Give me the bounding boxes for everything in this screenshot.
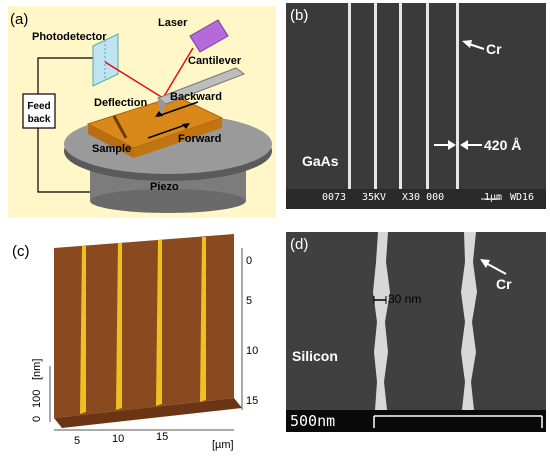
cr-line-d-2 (461, 232, 477, 410)
width-arrowhead-right (460, 140, 468, 150)
width-arrowhead-left (448, 140, 456, 150)
cr-label-d: Cr (496, 276, 512, 292)
panel-c-label: (c) (12, 243, 30, 260)
width-label-b: 420 Å (484, 137, 522, 153)
width-label-d: 30 nm (388, 292, 422, 306)
panel-d-label: (d) (290, 236, 309, 253)
afm-ridge-4 (200, 237, 206, 402)
sample-front (134, 118, 222, 158)
panel-a-label: (a) (10, 11, 28, 28)
silicon-label: Silicon (292, 348, 338, 364)
sem-image-gaas (286, 3, 546, 209)
cr-line-3 (399, 3, 402, 191)
afm-y-tick-15: 15 (246, 395, 258, 407)
afm-z-unit: [nm] (31, 359, 43, 380)
gaas-label: GaAs (302, 153, 339, 169)
afm-3d-image: 0 5 10 15 5 10 15 [µm] 0 100 [nm] (c) (6, 226, 278, 452)
panel-a: Feed back (a) Photodetector Laser Cantil… (8, 6, 276, 218)
afm-x-tick-15: 15 (156, 431, 168, 443)
backward-label: Backward (170, 91, 222, 103)
cr-line-1 (348, 3, 351, 191)
afm-z-tick-100: 100 (31, 390, 43, 408)
afm-ridge-2 (116, 243, 122, 410)
databar-wd: WD16 (510, 192, 535, 203)
backward-arrowhead (155, 111, 163, 117)
afm-z-tick-0: 0 (31, 416, 43, 422)
cr-line-5 (456, 3, 459, 191)
forward-arrowhead (182, 123, 190, 129)
sem-image-silicon (286, 232, 546, 432)
cr-label-b: Cr (486, 41, 502, 57)
afm-ridge-1 (80, 246, 86, 414)
sample-side (88, 124, 134, 158)
panel-d: (d) 30 nm Cr Silicon 500nm (286, 232, 546, 432)
afm-y-tick-5: 5 (246, 295, 252, 307)
afm-y-tick-10: 10 (246, 345, 258, 357)
scalebar-label: 500nm (290, 412, 336, 430)
laser-body (189, 19, 229, 53)
cr-line-2 (374, 3, 377, 191)
sem-databar (286, 189, 546, 209)
feedback-box (22, 93, 56, 129)
panel-c: 0 5 10 15 5 10 15 [µm] 0 100 [nm] (c) (6, 226, 278, 452)
cr-arrowhead-d (480, 259, 490, 268)
piezo-bottom (90, 189, 246, 213)
cr-line-d-1 (373, 232, 390, 410)
sem-background (286, 3, 546, 209)
panel-b-label: (b) (290, 7, 309, 24)
afm-y-tick-0: 0 (246, 255, 252, 267)
databar-voltage: 35KV (362, 192, 387, 203)
feedback-label-2: back (28, 114, 51, 125)
sample-groove (112, 115, 128, 139)
sem-background-d (286, 232, 546, 432)
backward-arrow (157, 101, 199, 117)
afm-schematic: Feed back (a) Photodetector Laser Cantil… (8, 6, 276, 218)
afm-x-unit: [µm] (212, 439, 234, 451)
cr-arrowhead (462, 40, 472, 48)
panel-b: (b) GaAs Cr 420 Å 0073 35KV X30 000 1µm … (286, 3, 546, 209)
cr-line-4 (426, 3, 429, 191)
databar-mag-id: 0073 (322, 192, 347, 203)
afm-ridge-3 (156, 240, 162, 406)
cantilever-label: Cantilever (188, 55, 242, 67)
deflection-label: Deflection (94, 97, 147, 109)
photodetector-label: Photodetector (32, 31, 107, 43)
sample-label: Sample (92, 143, 131, 155)
databar-magnification: X30 000 (402, 192, 445, 203)
forward-arrow (147, 123, 189, 139)
laser-label: Laser (158, 17, 188, 29)
afm-surface (54, 234, 234, 418)
piezo-label: Piezo (150, 181, 179, 193)
databar-scale: 1µm (484, 192, 503, 203)
forward-label: Forward (178, 133, 221, 145)
afm-x-tick-10: 10 (112, 433, 124, 445)
afm-surface-edge (54, 398, 242, 428)
feedback-label-1: Feed (27, 101, 50, 112)
afm-x-tick-5: 5 (74, 435, 80, 447)
